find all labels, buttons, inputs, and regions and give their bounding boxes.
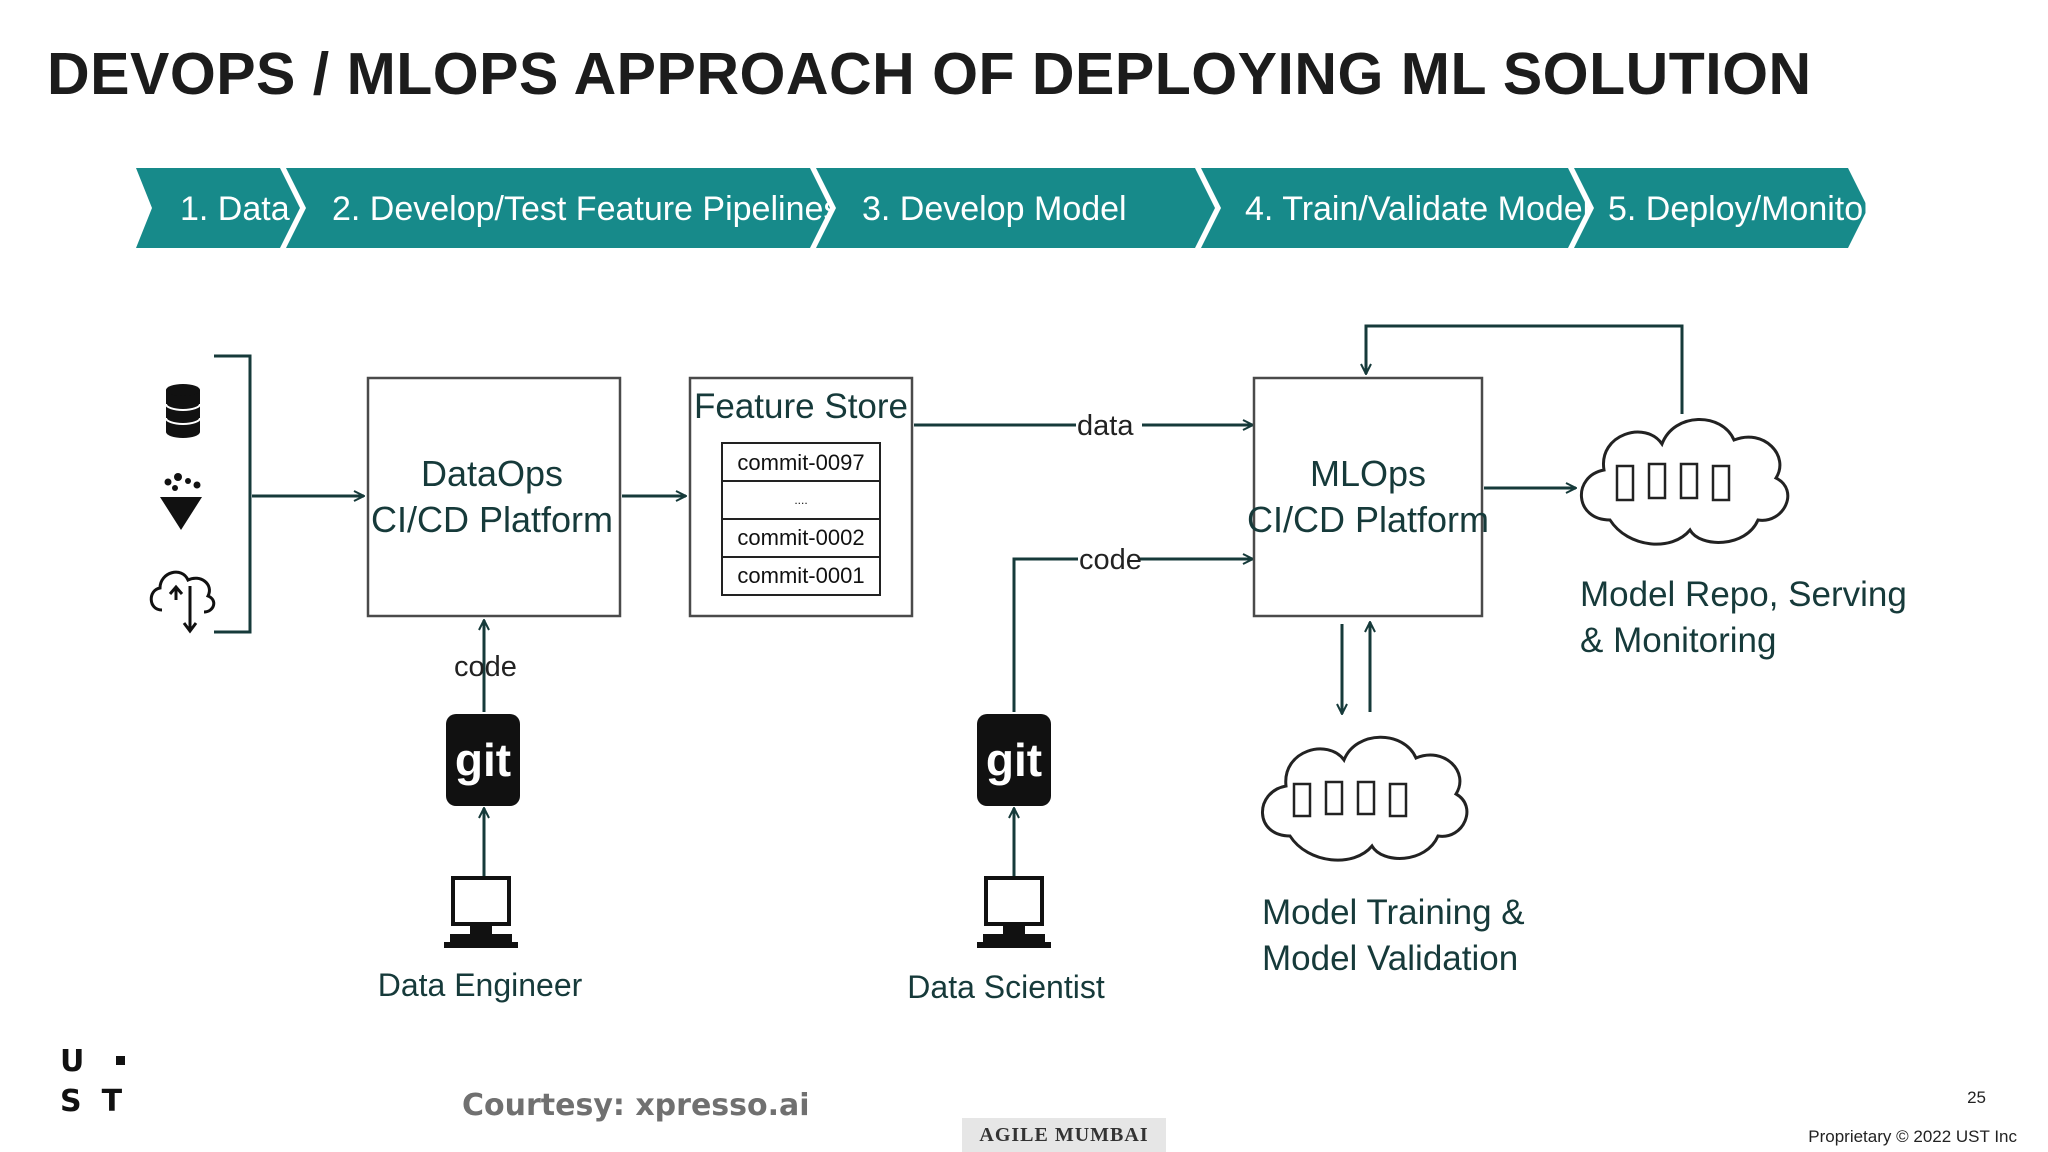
proprietary-notice: Proprietary © 2022 UST Inc bbox=[1808, 1127, 2017, 1146]
slide-title: DEVOPS / MLOPS APPROACH OF DEPLOYING ML … bbox=[47, 41, 1812, 107]
edge-label-code-dataops: code bbox=[454, 651, 517, 683]
server-icons bbox=[1292, 780, 1408, 818]
agile-mumbai-watermark: AGILE MUMBAI bbox=[962, 1118, 1166, 1152]
git-label: git bbox=[455, 734, 511, 786]
stage-chevron bbox=[1201, 168, 1588, 248]
stage-label: 3. Develop Model bbox=[862, 190, 1127, 228]
stage-3-develop-model: 3. Develop Model bbox=[816, 168, 1215, 248]
logo-row-top: U bbox=[60, 1042, 126, 1082]
stage-label: 5. Deploy/Monitor bbox=[1608, 190, 1874, 228]
model-training-cloud bbox=[1261, 735, 1469, 862]
arrow-repo-feedback bbox=[1366, 324, 1684, 414]
stage-chevron bbox=[286, 168, 830, 248]
data-engineer-label: Data Engineer bbox=[378, 967, 583, 1003]
dataops-platform: DataOps CI/CD Platform bbox=[366, 376, 622, 618]
commit-item: commit-0002 bbox=[737, 525, 864, 550]
connectors bbox=[252, 324, 1684, 876]
stage-1-data: 1. Data bbox=[136, 168, 300, 248]
stage-chevron bbox=[1574, 168, 1868, 248]
mlops-line2: CI/CD Platform bbox=[1247, 499, 1489, 540]
logo-letter: U bbox=[60, 1044, 85, 1079]
git-label: git bbox=[986, 734, 1042, 786]
feature-store: Feature Store commit-0097 .... commit-00… bbox=[688, 376, 914, 618]
git-logo-engineer: git bbox=[446, 714, 520, 806]
model-training-line1: Model Training & bbox=[1262, 893, 1525, 932]
filter-funnel-icon bbox=[160, 473, 202, 530]
database-icon bbox=[165, 384, 201, 438]
stage-chevron bbox=[136, 168, 300, 248]
commit-list: commit-0097 .... commit-0002 commit-0001 bbox=[721, 442, 881, 596]
stage-4-train-validate: 4. Train/Validate Model bbox=[1201, 168, 1590, 248]
computer-icon-engineer bbox=[444, 876, 518, 948]
server-icons bbox=[1615, 462, 1731, 502]
courtesy-text: Courtesy: xpresso.ai bbox=[462, 1088, 810, 1123]
stage-2-feature-pipelines: 2. Develop/Test Feature Pipelines bbox=[286, 168, 840, 248]
model-repo-line1: Model Repo, Serving bbox=[1580, 575, 1907, 614]
dataops-line1: DataOps bbox=[421, 453, 563, 494]
commit-item: commit-0097 bbox=[737, 450, 864, 475]
stage-5-deploy-monitor: 5. Deploy/Monitor bbox=[1574, 168, 1874, 248]
arrow-scientist-git-to-mlops bbox=[1012, 557, 1078, 712]
git-logo-scientist: git bbox=[977, 714, 1051, 806]
model-repo-line2: & Monitoring bbox=[1580, 621, 1776, 660]
sources-bracket bbox=[214, 354, 252, 634]
stage-label: 2. Develop/Test Feature Pipelines bbox=[332, 190, 840, 228]
feature-store-title: Feature Store bbox=[694, 387, 908, 426]
stage-chevron bbox=[816, 168, 1215, 248]
ust-logo: U S T bbox=[60, 1042, 126, 1122]
logo-row-bottom: S T bbox=[60, 1082, 125, 1122]
commit-item: .... bbox=[794, 493, 807, 507]
mlops-line1: MLOps bbox=[1310, 453, 1426, 494]
page-number: 25 bbox=[1967, 1088, 1986, 1107]
mlops-platform: MLOps CI/CD Platform bbox=[1247, 376, 1489, 618]
commit-item: commit-0001 bbox=[737, 563, 864, 588]
stage-label: 1. Data bbox=[180, 190, 290, 228]
logo-letter: S bbox=[60, 1084, 82, 1119]
stage-label: 4. Train/Validate Model bbox=[1245, 190, 1590, 228]
model-training-line2: Model Validation bbox=[1262, 939, 1518, 978]
model-repo-cloud bbox=[1579, 418, 1790, 546]
edge-label-code-mlops: code bbox=[1079, 544, 1142, 576]
data-sources bbox=[149, 354, 252, 634]
cloud-sync-icon bbox=[149, 570, 216, 634]
logo-dot bbox=[116, 1056, 126, 1065]
data-scientist-label: Data Scientist bbox=[907, 969, 1105, 1005]
stage-banner: 1. Data 2. Develop/Test Feature Pipeline… bbox=[136, 168, 1874, 248]
dataops-line2: CI/CD Platform bbox=[371, 499, 613, 540]
logo-letter: T bbox=[101, 1084, 123, 1119]
computer-icon-scientist bbox=[977, 876, 1051, 948]
edge-label-data: data bbox=[1077, 410, 1134, 442]
